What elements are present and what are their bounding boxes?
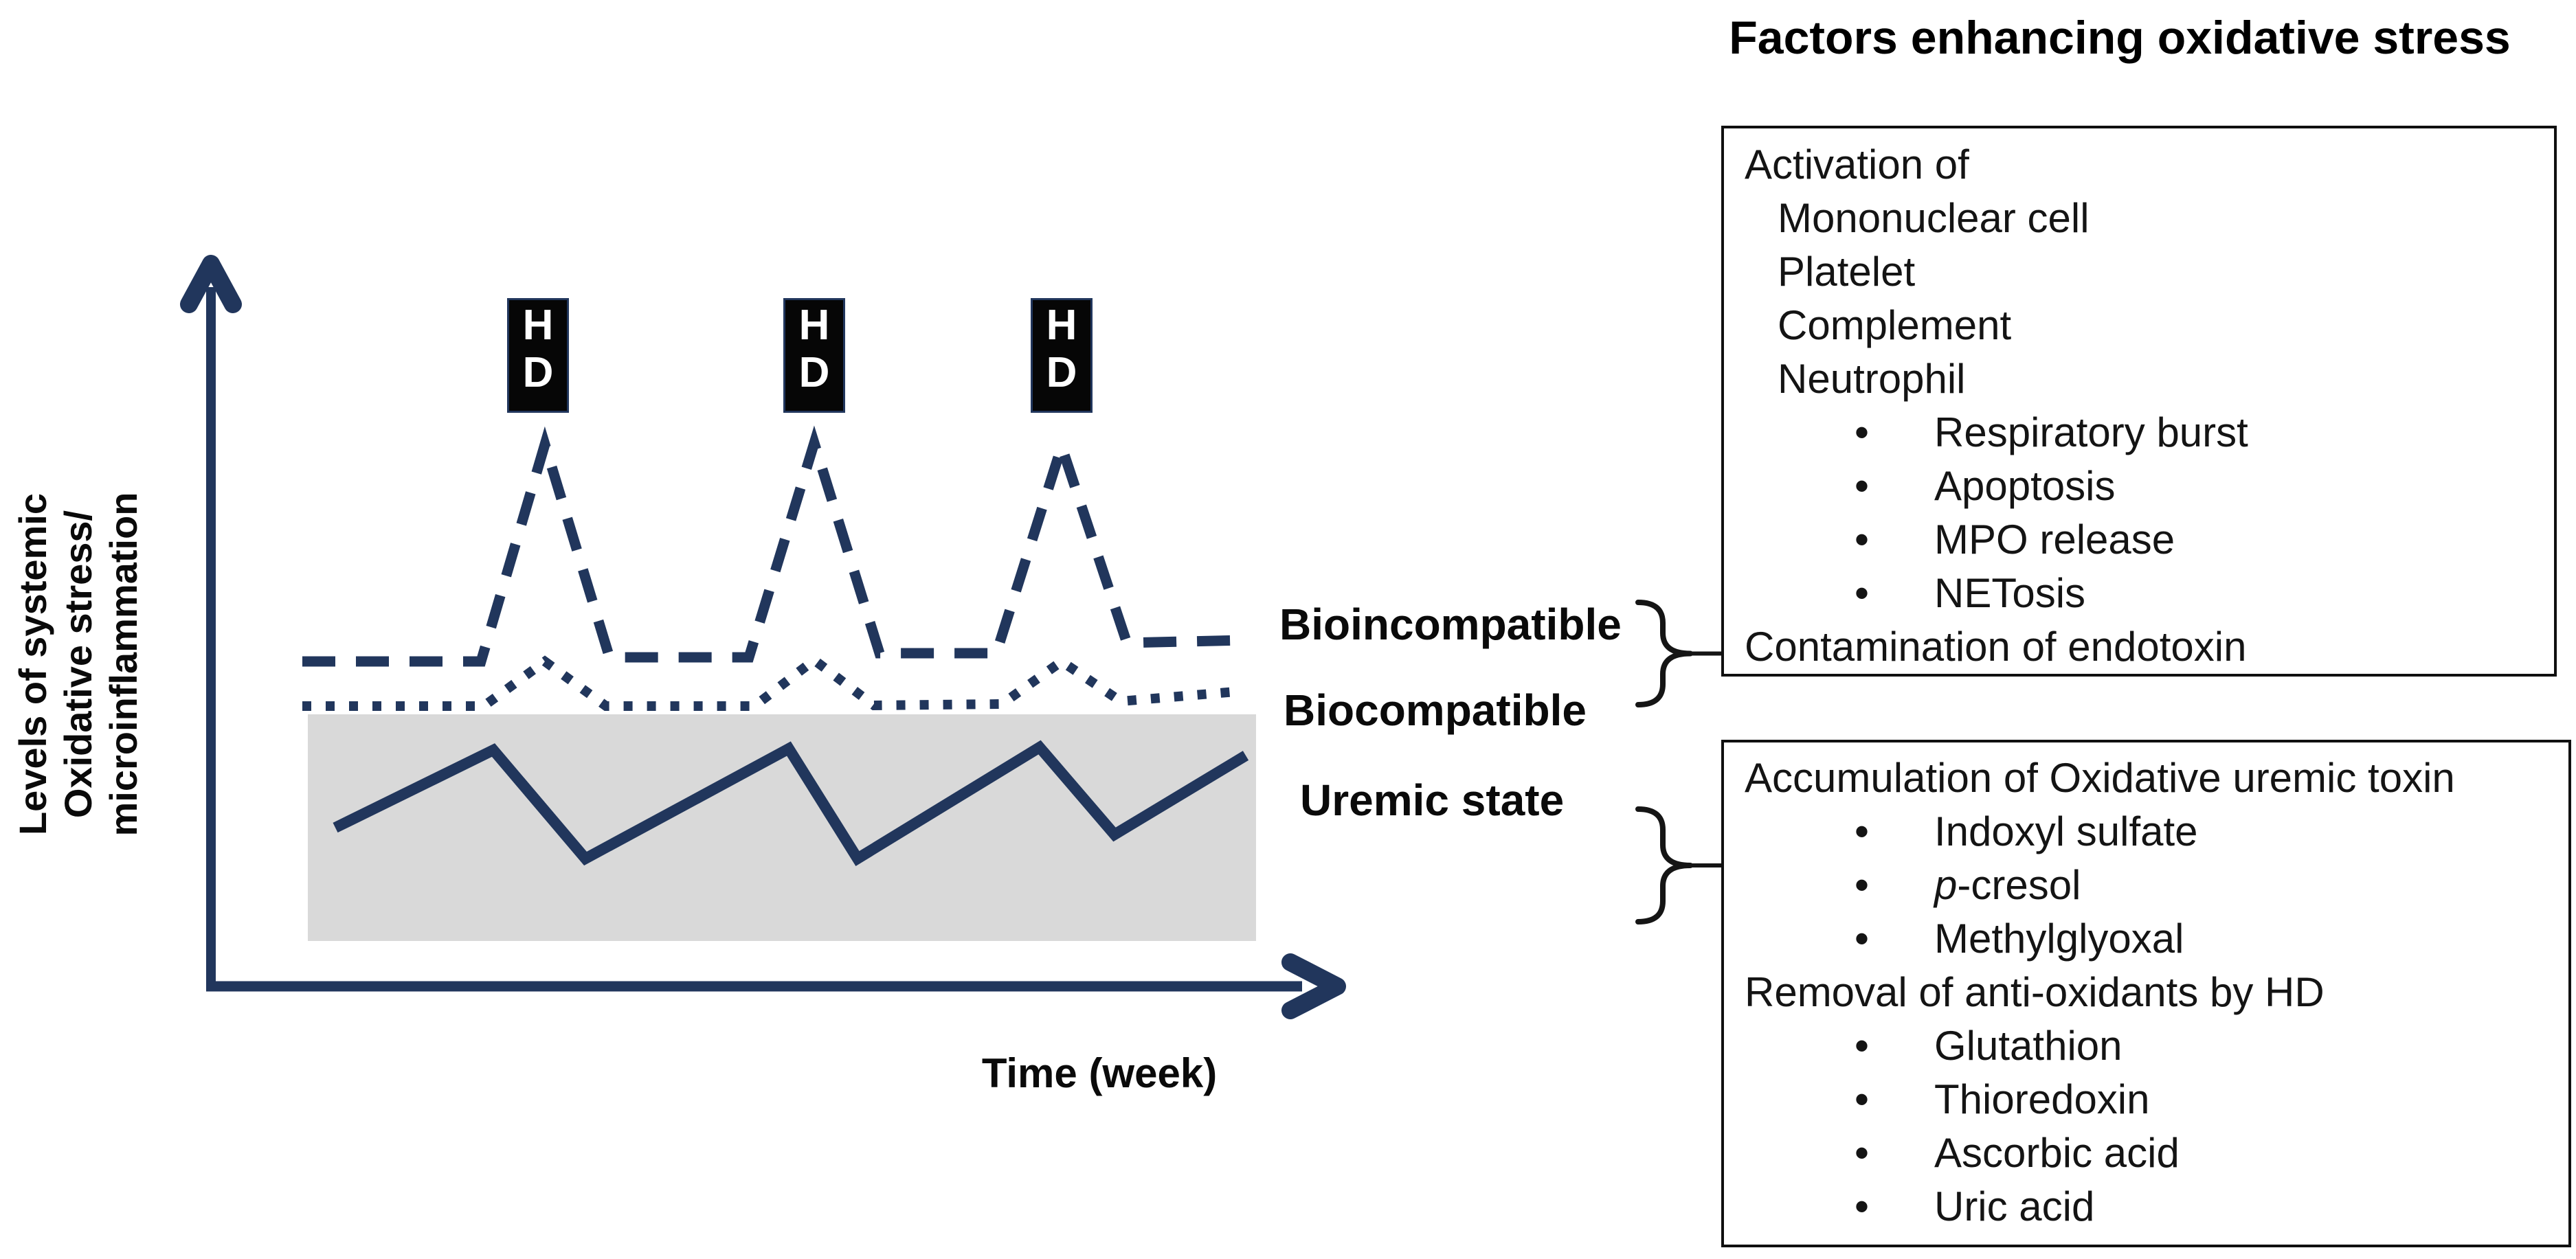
bullet-icon: •	[1855, 1183, 1870, 1229]
bullet-icon: •	[1855, 1023, 1870, 1069]
y-axis-label-line: microinflammation	[102, 492, 145, 837]
uremic-state-line	[333, 740, 1249, 866]
factor-line: • Respiratory burst	[1724, 406, 2554, 460]
factor-text: Uric acid	[1934, 1183, 2095, 1229]
factor-text: Apoptosis	[1934, 463, 2116, 509]
y-axis-label-line: Oxidative stress/	[56, 510, 100, 819]
series-label-uremic: Uremic state	[1300, 775, 1565, 825]
factor-text: Mononuclear cell	[1778, 195, 2090, 241]
factor-line: Platelet	[1724, 245, 2554, 299]
hd-session-marker: H D	[1031, 298, 1093, 413]
factor-line: • Uric acid	[1724, 1180, 2568, 1234]
hd-letter: H	[1046, 302, 1077, 349]
hd-session-marker: H D	[783, 298, 845, 413]
y-axis-arrowhead-icon	[180, 255, 242, 313]
factor-text: Glutathion	[1934, 1023, 2123, 1069]
factor-line: • Indoxyl sulfate	[1724, 805, 2568, 859]
bullet-icon: •	[1855, 916, 1870, 962]
bullet-icon: •	[1855, 862, 1870, 908]
factor-text: Activation of	[1745, 141, 1969, 188]
factor-line: Complement	[1724, 299, 2554, 352]
factor-line: Contamination of endotoxin	[1724, 620, 2554, 674]
bullet-icon: •	[1855, 463, 1870, 509]
x-axis-arrowhead-icon	[1281, 953, 1346, 1019]
factor-text: Accumulation of Oxidative uremic toxin	[1745, 755, 2455, 801]
bioincompatible-line	[302, 425, 1244, 667]
factor-line: Mononuclear cell	[1724, 192, 2554, 245]
factor-line: • Apoptosis	[1724, 460, 2554, 513]
hd-letter: H	[522, 302, 554, 349]
hd-letter: D	[1046, 349, 1077, 396]
bullet-icon: •	[1855, 570, 1870, 616]
factor-text: NETosis	[1934, 570, 2086, 616]
brace-to-uremic-factors-icon	[1635, 806, 1693, 925]
panel-title: Factors enhancing oxidative stress	[1729, 12, 2511, 64]
hd-letter: D	[522, 349, 554, 396]
y-axis-label: Levels of systemic Oxidative stress/ mic…	[10, 458, 146, 870]
factor-line: Neutrophil	[1724, 352, 2554, 406]
hd-letter: H	[798, 302, 830, 349]
factor-text: -cresol	[1957, 862, 2081, 908]
factor-text: MPO release	[1934, 517, 2175, 563]
hd-letter: D	[798, 349, 830, 396]
y-axis-label-line: Levels of systemic	[11, 492, 54, 836]
factor-line: • MPO release	[1724, 513, 2554, 567]
factor-line: Accumulation of Oxidative uremic toxin	[1724, 751, 2568, 805]
factor-text: p	[1934, 862, 1958, 908]
bullet-icon: •	[1855, 808, 1870, 854]
factor-line: • Methylglyoxal	[1724, 912, 2568, 966]
factor-text: Complement	[1778, 302, 2012, 348]
factor-text: Neutrophil	[1778, 356, 1966, 402]
bullet-icon: •	[1855, 517, 1870, 563]
biocompatible-line	[302, 654, 1244, 711]
factor-text: Indoxyl sulfate	[1934, 808, 2198, 854]
x-axis-label: Time (week)	[981, 1050, 1218, 1096]
factor-text: Contamination of endotoxin	[1745, 624, 2247, 670]
factor-text: Platelet	[1778, 249, 1916, 295]
factor-text: Removal of anti-oxidants by HD	[1745, 969, 2325, 1015]
bullet-icon: •	[1855, 409, 1870, 455]
factor-line: • p-cresol	[1724, 859, 2568, 912]
series-label-biocompatible: Biocompatible	[1284, 685, 1587, 735]
hd-session-marker: H D	[507, 298, 569, 413]
factor-line: Removal of anti-oxidants by HD	[1724, 966, 2568, 1019]
factor-text: Thioredoxin	[1934, 1076, 2150, 1122]
bullet-icon: •	[1855, 1130, 1870, 1176]
factor-text: Ascorbic acid	[1934, 1130, 2180, 1176]
factors-box-uremic: Accumulation of Oxidative uremic toxin • I…	[1721, 740, 2571, 1247]
series-label-bioincompatible: Bioincompatible	[1279, 600, 1622, 649]
factor-line: • Glutathion	[1724, 1019, 2568, 1073]
brace-to-dialysis-factors-icon	[1635, 600, 1693, 707]
factor-text: Respiratory burst	[1934, 409, 2248, 455]
factor-line: • NETosis	[1724, 567, 2554, 620]
factor-text: Methylglyoxal	[1934, 916, 2184, 962]
factor-line: • Ascorbic acid	[1724, 1126, 2568, 1180]
bullet-icon: •	[1855, 1076, 1870, 1122]
factor-line: • Thioredoxin	[1724, 1073, 2568, 1126]
factor-line: Activation of	[1724, 138, 2554, 192]
